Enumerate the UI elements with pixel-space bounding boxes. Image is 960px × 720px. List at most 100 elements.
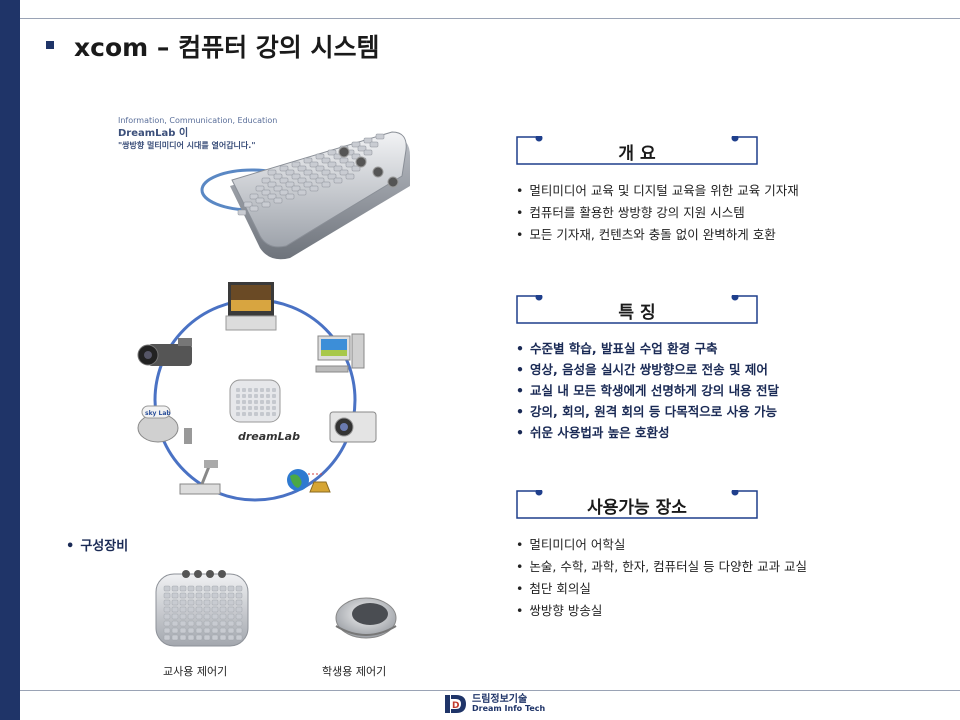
key-icon	[254, 406, 258, 410]
key-icon	[242, 388, 246, 392]
left-accent-bar	[0, 0, 20, 720]
hero-tagline-small: Information, Communication, Education	[118, 116, 277, 125]
key-icon	[203, 613, 211, 620]
key-icon	[227, 585, 235, 592]
key-icon	[272, 400, 276, 404]
slide-title: xcom – 컴퓨터 강의 시스템	[74, 33, 380, 62]
key-icon	[285, 181, 295, 188]
key-icon	[254, 394, 258, 398]
key-icon	[179, 599, 187, 606]
key-icon	[219, 599, 227, 606]
key-icon	[235, 620, 243, 627]
key-icon	[363, 149, 373, 156]
key-icon	[179, 627, 187, 634]
key-icon	[203, 592, 211, 599]
key-icon	[227, 606, 235, 613]
key-icon	[187, 606, 195, 613]
list-item: •첨단 회의실	[516, 578, 807, 600]
key-icon	[254, 400, 258, 404]
key-icon	[195, 634, 203, 641]
key-icon	[171, 599, 179, 606]
key-icon	[219, 620, 227, 627]
key-icon	[272, 394, 276, 398]
key-icon	[297, 165, 307, 172]
key-icon	[235, 585, 243, 592]
key-icon	[255, 197, 265, 204]
knob-icon	[355, 156, 367, 168]
header-divider	[20, 18, 960, 19]
key-icon	[219, 634, 227, 641]
key-icon	[248, 400, 252, 404]
key-icon	[227, 627, 235, 634]
key-icon	[163, 585, 171, 592]
key-icon	[211, 627, 219, 634]
key-icon	[339, 157, 349, 164]
section-frame	[516, 490, 758, 519]
key-icon	[163, 599, 171, 606]
key-icon	[242, 400, 246, 404]
key-icon	[171, 634, 179, 641]
list-item: •강의, 회의, 원격 회의 등 다목적으로 사용 가능	[516, 401, 779, 422]
key-icon	[171, 592, 179, 599]
section-header-overview: 개 요	[515, 136, 759, 166]
key-icon	[203, 585, 211, 592]
knob-icon	[182, 570, 190, 578]
key-icon	[211, 592, 219, 599]
knob-icon	[194, 570, 202, 578]
key-icon	[187, 620, 195, 627]
key-icon	[243, 201, 253, 208]
key-icon	[254, 388, 258, 392]
list-item: •논술, 수학, 과학, 한자, 컴퓨터실 등 다양한 교과 교실	[516, 556, 807, 578]
key-icon	[219, 592, 227, 599]
list-item: •수준별 학습, 발표실 수업 환경 구축	[516, 338, 779, 359]
projector-icon	[329, 411, 377, 443]
key-icon	[266, 388, 270, 392]
key-icon	[351, 165, 361, 172]
list-item: •쌍방향 방송실	[516, 600, 807, 622]
key-icon	[203, 606, 211, 613]
hero-tagline-quote: "쌍방향 멀티미디어 시대를 열어갑니다."	[118, 140, 256, 150]
key-icon	[267, 169, 277, 176]
bullet-icon: •	[516, 383, 524, 398]
knob-icon	[372, 166, 384, 178]
section-title-locations: 사용가능 장소	[587, 498, 687, 518]
camcorder-icon	[137, 338, 192, 366]
key-icon	[235, 634, 243, 641]
key-icon	[315, 177, 325, 184]
key-icon	[227, 620, 235, 627]
section-frame	[516, 295, 758, 324]
key-icon	[249, 193, 259, 200]
company-logo-icon: D	[445, 695, 466, 713]
key-icon	[203, 627, 211, 634]
key-icon	[261, 177, 271, 184]
system-network-diagram: sky Lab dreamLab	[137, 282, 377, 502]
header-dot-icon	[731, 136, 739, 142]
header-dot-icon	[535, 136, 543, 142]
key-icon	[195, 613, 203, 620]
features-list: •수준별 학습, 발표실 수업 환경 구축 •영상, 음성을 실시간 쌍방향으로…	[516, 338, 779, 443]
footer-divider	[20, 690, 960, 691]
key-icon	[291, 173, 301, 180]
list-item: •멀티미디어 어학실	[516, 534, 807, 556]
device-logo: sky Lab	[145, 410, 171, 417]
key-icon	[227, 592, 235, 599]
bullet-icon: •	[516, 537, 524, 552]
key-icon	[309, 173, 319, 180]
key-icon	[163, 627, 171, 634]
key-icon	[321, 181, 331, 188]
key-icon	[260, 412, 264, 416]
student-controller-caption: 학생용 제어기	[322, 665, 387, 678]
key-icon	[171, 606, 179, 613]
globe-telephone-icon	[287, 469, 331, 493]
key-icon	[242, 412, 246, 416]
bullet-icon: •	[516, 205, 524, 220]
key-icon	[195, 620, 203, 627]
key-icon	[179, 634, 187, 641]
key-icon	[357, 145, 367, 152]
key-icon	[266, 400, 270, 404]
key-icon	[235, 599, 243, 606]
list-item: •쉬운 사용법과 높은 호환성	[516, 422, 779, 443]
key-icon	[219, 627, 227, 634]
key-icon	[248, 412, 252, 416]
key-icon	[279, 177, 289, 184]
